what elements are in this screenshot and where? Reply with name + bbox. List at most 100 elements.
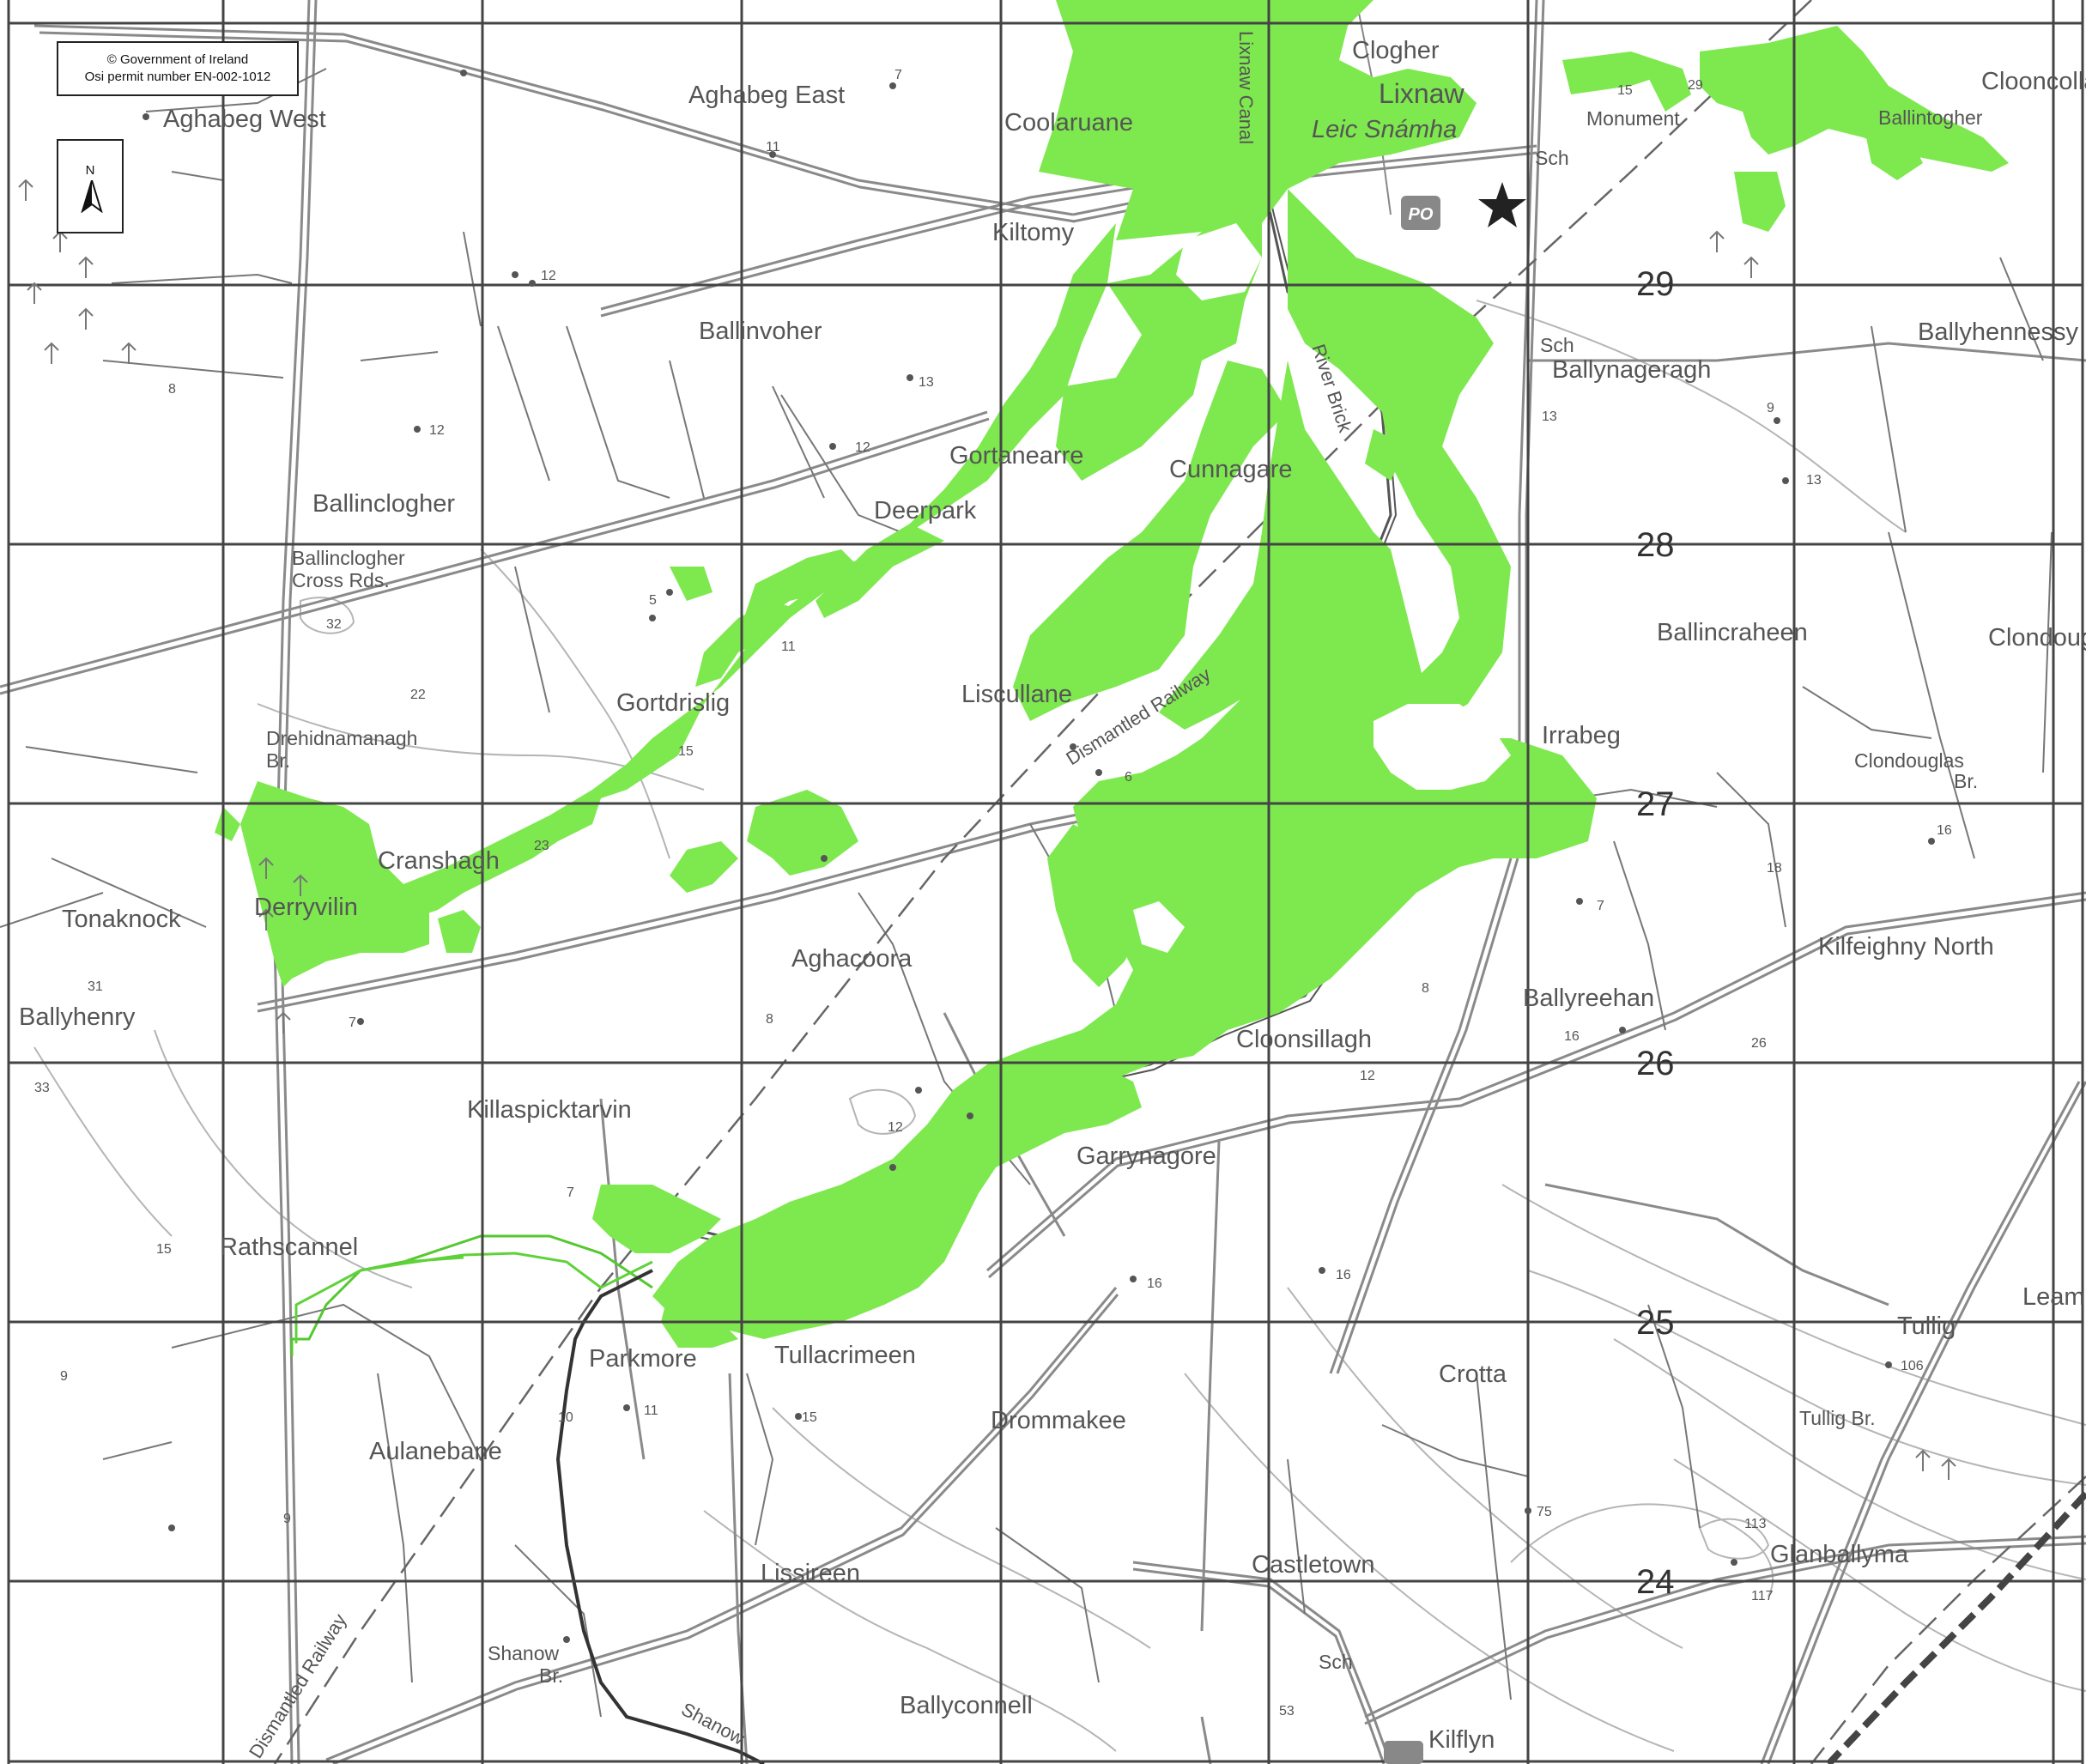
spot-height: 16 (1147, 1276, 1162, 1291)
post-office-icon-kilflyn (1384, 1741, 1423, 1764)
copyright-box: © Government of Ireland Osi permit numbe… (57, 41, 299, 96)
north-arrow-box: N (57, 139, 124, 233)
spot-height: 9 (60, 1369, 68, 1384)
label-lixnaw: Lixnaw (1379, 78, 1465, 109)
spot-height: 7 (349, 1015, 356, 1030)
label-tullacrimeen: Tullacrimeen (774, 1342, 916, 1369)
spot-height: 11 (766, 140, 780, 155)
railway-main (1826, 1491, 2086, 1764)
spot-height: 12 (855, 440, 870, 455)
spot-height: 15 (802, 1410, 817, 1425)
label-ballincraheen: Ballincraheen (1657, 619, 1808, 646)
label-ballyreehan: Ballyreehan (1523, 985, 1654, 1012)
grid (7, 0, 2084, 1764)
label-garrynagore: Garrynagore (1076, 1143, 1216, 1170)
label-lixnaw-canal: Lixnaw Canal (1235, 31, 1257, 144)
spot-height: 16 (1937, 823, 1952, 838)
spot-height: 9 (1767, 401, 1774, 415)
label-aghabeg-west-1: Aghabeg West (163, 106, 326, 133)
spot-height: 11 (781, 640, 796, 654)
label-derryvilin: Derryvilin (254, 894, 358, 921)
dismantled-railways (273, 0, 2086, 1764)
spot-height: 11 (644, 1403, 658, 1418)
spot-height: 31 (88, 979, 103, 994)
label-shanow-br-1: Shanow (488, 1642, 560, 1664)
spot-height: 12 (541, 269, 556, 283)
label-leam: Leam (2022, 1283, 2085, 1311)
flood-extent (215, 0, 2009, 1348)
label-aghacoora: Aghacoora (791, 945, 913, 973)
label-deerpark: Deerpark (874, 497, 977, 524)
label-ballyhenry: Ballyhenry (19, 1003, 136, 1031)
spot-height: 10 (558, 1410, 573, 1425)
spot-height: 6 (1125, 770, 1132, 785)
label-aghabeg-east: Aghabeg East (688, 82, 845, 109)
label-rathscannel: Rathscannel (220, 1234, 358, 1261)
spot-height: 5 (649, 593, 657, 608)
label-ballinclogher-cross-1: Ballinclogher (292, 547, 405, 569)
flood-holes (1133, 223, 1511, 953)
label-clogher: Clogher (1352, 37, 1440, 64)
label-kiltomy: Kiltomy (992, 219, 1075, 246)
label-cunnagare: Cunnagare (1169, 456, 1293, 483)
spot-height: 106 (1901, 1359, 1924, 1373)
label-sch-3: Sch (1319, 1651, 1353, 1673)
label-clondouglas: Clondouglas (1988, 624, 2086, 652)
label-drehidnamanagh-2: Br. (266, 749, 290, 772)
label-monument: Monument (1586, 107, 1680, 130)
grid-label-26: 26 (1636, 1045, 1675, 1082)
spot-height: 12 (429, 423, 445, 438)
label-crotta: Crotta (1439, 1361, 1507, 1388)
spot-height: 32 (326, 617, 342, 632)
post-office-icon: PO (1401, 196, 1440, 230)
label-gortanearre: Gortanearre (949, 442, 1083, 470)
label-clooncolla: Clooncolla (1981, 68, 2086, 95)
spot-height: 113 (1744, 1517, 1767, 1531)
grid-label-28: 28 (1636, 526, 1675, 564)
grid-label-27: 27 (1636, 785, 1675, 823)
po-label: PO (1409, 205, 1434, 224)
spot-height: 75 (1537, 1505, 1552, 1519)
spot-height: 7 (567, 1185, 574, 1200)
grid-label-25: 25 (1636, 1304, 1675, 1342)
label-drommakee: Drommakee (991, 1407, 1126, 1434)
spot-height: 33 (34, 1081, 50, 1095)
label-leic-snamha: Leic Snámha (1312, 116, 1457, 143)
spot-height: 53 (1279, 1704, 1295, 1719)
spot-height: 8 (168, 382, 176, 397)
spot-height: 29 (1688, 78, 1703, 93)
building-dots (143, 70, 1935, 1643)
label-lissireen: Lissireen (761, 1560, 860, 1587)
north-arrow-icon (81, 180, 103, 213)
label-ballinclogher-cross-2: Cross Rds. (292, 569, 390, 591)
copyright-line-2: Osi permit number EN-002-1012 (84, 70, 271, 84)
label-coolaruane: Coolaruane (1004, 109, 1133, 136)
spot-height: 23 (534, 839, 549, 853)
star-icon (1478, 182, 1526, 227)
label-aulanebane: Aulanebane (369, 1438, 502, 1465)
label-tullig: Tullig (1897, 1312, 1956, 1340)
spot-height: 7 (1597, 899, 1604, 913)
label-clondouglas-br-1: Clondouglas (1854, 749, 1964, 772)
spot-height: 13 (1542, 409, 1557, 424)
label-tonaknock: Tonaknock (62, 906, 181, 933)
spot-height: 15 (156, 1242, 172, 1257)
spot-height: 13 (919, 375, 934, 390)
spot-height: 9 (283, 1512, 291, 1526)
label-killaspicktarvin: Killaspicktarvin (467, 1096, 632, 1124)
label-cranshagh: Cranshagh (378, 847, 500, 875)
label-sch-1: Sch (1535, 147, 1569, 169)
label-liscullane: Liscullane (961, 681, 1072, 708)
label-kilflyn: Kilflyn (1428, 1726, 1495, 1754)
label-ballinvoher: Ballinvoher (699, 318, 822, 345)
spot-height: 18 (1767, 861, 1782, 876)
label-tullig-br: Tullig Br. (1799, 1407, 1876, 1429)
woodland-tree-icons (18, 179, 1956, 1480)
spot-height: 8 (766, 1012, 773, 1027)
label-kilfeighny-north: Kilfeighny North (1818, 933, 1994, 961)
label-ballynageragh: Ballynageragh (1552, 356, 1711, 384)
label-irrabeg: Irrabeg (1542, 722, 1621, 749)
label-ballintogher: Ballintogher (1878, 106, 1983, 129)
spot-height: 15 (1617, 83, 1633, 98)
